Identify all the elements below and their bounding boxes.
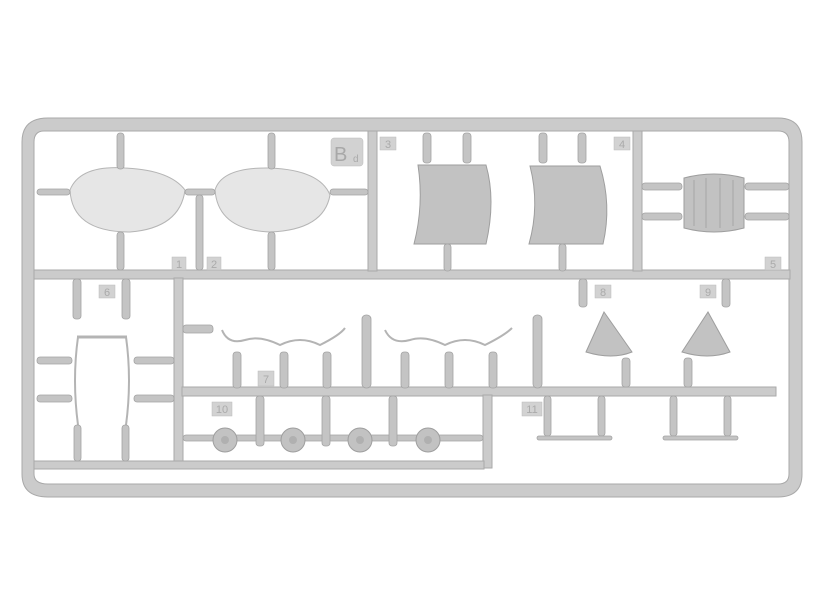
part-10-wheels (182, 395, 484, 453)
part-7-wire-parts (182, 314, 543, 389)
part-5-bellows (641, 173, 790, 233)
part-4-curved-panel (528, 132, 608, 272)
part-2-clear-window (184, 132, 369, 271)
part-8-bellows-cone (578, 278, 633, 388)
part-number-2: 2 (211, 259, 217, 271)
part-number-11: 11 (526, 404, 537, 416)
part-3-curved-panel (413, 132, 492, 272)
part-1-clear-window (36, 132, 186, 271)
part-11-brackets (536, 395, 739, 441)
part-number-6: 6 (104, 287, 110, 299)
part-number-10: 10 (216, 404, 228, 416)
part-6-wire-frame (36, 278, 175, 462)
part-number-1: 1 (176, 259, 182, 271)
sprue-letter-tag: B d (330, 137, 364, 167)
part-number-3: 3 (385, 139, 391, 151)
part-number-5: 5 (770, 259, 776, 271)
part-9-bellows-cone (681, 278, 731, 388)
sprue-letter-suffix: d (353, 154, 359, 165)
sprue-letter: B (334, 144, 347, 166)
part-number-tags: 1 2 3 4 5 6 7 8 9 10 11 (98, 136, 782, 417)
sprue-frame (21, 117, 803, 498)
part-number-4: 4 (619, 139, 625, 151)
part-number-7: 7 (263, 374, 269, 386)
part-number-9: 9 (705, 287, 711, 299)
part-number-8: 8 (600, 287, 606, 299)
